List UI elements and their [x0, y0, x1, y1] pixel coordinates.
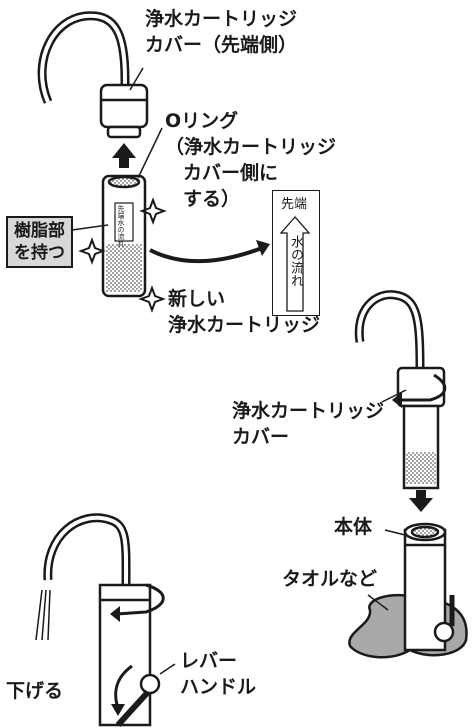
- up-arrow: [112, 143, 136, 168]
- faucet-body-bottom: [98, 583, 161, 728]
- label-cover-tip-line2: カバー（先端側）: [145, 34, 298, 56]
- label-cover-tip: 浄水カートリッジ カバー（先端側）: [145, 6, 297, 58]
- faucet-right: [354, 290, 425, 371]
- label-body: 本体: [334, 516, 373, 538]
- cartridge-label: 先端水の流れ: [117, 205, 125, 247]
- leader-lever: [159, 663, 176, 675]
- label-cover: 浄水カートリッジ カバー: [232, 398, 384, 450]
- rotate-arrowhead-bottom: [110, 606, 120, 622]
- water-stream: [35, 589, 51, 641]
- rotate-arrow-right: [398, 373, 447, 402]
- label-oring: Oリング （浄水カートリッジ カバー側に する）: [165, 108, 336, 212]
- label-cover-tip-line1: 浄水カートリッジ: [145, 8, 298, 30]
- label-oring-line3: カバー側に: [183, 162, 279, 184]
- label-towel: タオルなど: [282, 568, 378, 590]
- label-new-cartridge-line2: 浄水カートリッジ: [168, 314, 321, 336]
- label-oring-line4: する）: [183, 188, 241, 210]
- rotate-arrow-bottom: [115, 583, 165, 616]
- label-resin-line2: を持つ: [14, 243, 65, 263]
- leader-lines-2: [367, 529, 406, 611]
- cover-cartridge-right: [396, 366, 446, 490]
- cartridge-flow-text: 水の流れ: [117, 219, 125, 247]
- lever-arrow: [114, 664, 133, 709]
- leader-lines-1: [71, 67, 163, 231]
- label-card-flow: 水の流れ: [288, 235, 303, 287]
- faucet-top-left: [37, 11, 130, 104]
- label-new-cartridge: 新しい 浄水カートリッジ: [168, 286, 320, 338]
- label-lower: 下げる: [6, 680, 64, 702]
- sparkles: [78, 197, 167, 313]
- curved-arrow: [149, 246, 263, 264]
- label-resin-part: 樹脂部 を持つ: [6, 216, 73, 268]
- label-new-cartridge-line1: 新しい: [168, 288, 226, 310]
- label-card-tip: 先端: [281, 197, 308, 212]
- label-oring-line1: Oリング: [165, 110, 239, 132]
- flow-up-arrow: [279, 216, 311, 312]
- new-cartridge: [101, 174, 147, 298]
- leader-cover: [381, 389, 407, 403]
- label-oring-line2: （浄水カートリッジ: [165, 136, 337, 158]
- label-cover-line2: カバー: [232, 426, 290, 448]
- label-lever-line1: レバー: [180, 650, 238, 672]
- label-lever-handle: レバー ハンドル: [180, 648, 256, 700]
- label-lever-line2: ハンドル: [180, 676, 257, 698]
- down-arrow: [409, 490, 433, 512]
- cartridge-cover-tip: [99, 83, 149, 139]
- rotate-arrowhead-right: [392, 392, 402, 408]
- curved-arrow-head: [256, 240, 270, 256]
- faucet-bottom-left: [43, 513, 131, 591]
- label-card: 先端 水の流れ: [272, 190, 320, 316]
- label-cover-line1: 浄水カートリッジ: [232, 400, 385, 422]
- cartridge-tip-text: 先端: [117, 205, 125, 219]
- label-resin-line1: 樹脂部: [14, 221, 65, 241]
- lever-arrowhead: [111, 704, 125, 716]
- faucet-body-towel: [348, 522, 468, 659]
